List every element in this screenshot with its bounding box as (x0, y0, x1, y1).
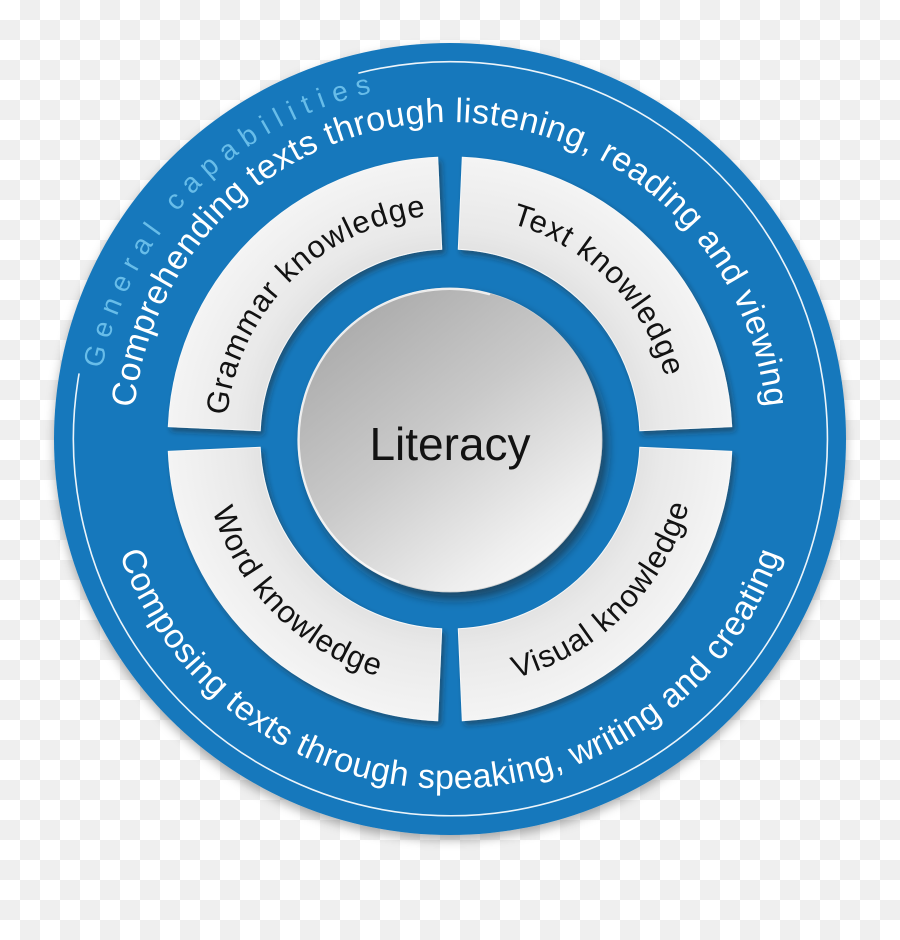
center-circle-highlight-rim (297, 287, 491, 584)
outer-guide-arc (72, 60, 829, 817)
segment-word-knowledge (167, 446, 443, 722)
knowledge-segment-ring (167, 156, 733, 722)
segment-grammar-knowledge (167, 156, 443, 432)
segment-text-knowledge (457, 156, 733, 432)
segment-visual-knowledge (457, 446, 733, 722)
center-title: Literacy (369, 418, 530, 470)
